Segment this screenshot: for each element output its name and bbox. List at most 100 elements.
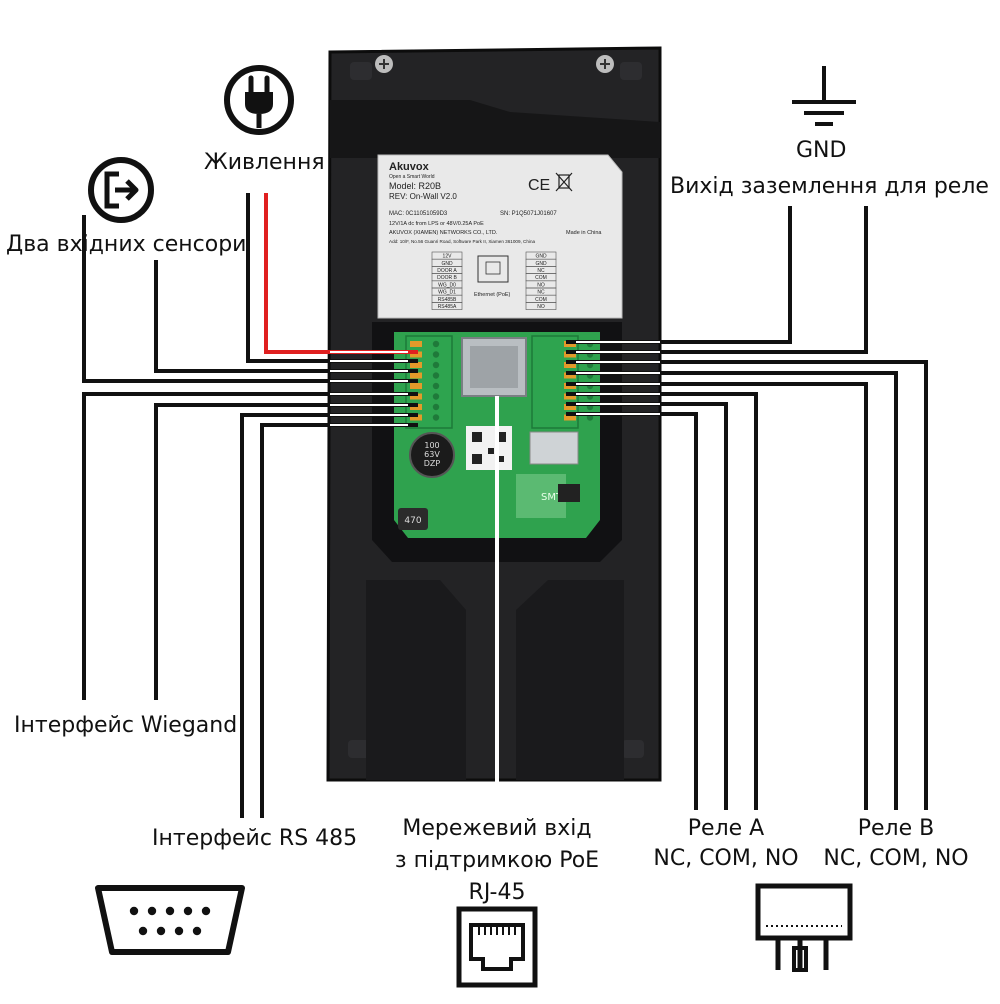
terminal-contact [564, 372, 576, 379]
db9-pin [174, 926, 184, 936]
sticker-mac: MAC: 0C11051059D3 [389, 211, 448, 217]
label-wiegand: Інтерфейс Wiegand [14, 713, 238, 738]
sticker-right-pin-label: COM [535, 297, 547, 303]
db9-connector-icon [95, 885, 245, 955]
device-channel-right [516, 580, 624, 780]
sticker-left-pin-label: DOOR B [437, 275, 457, 281]
terminal-screw [432, 351, 440, 358]
relay-icon [755, 883, 853, 972]
sticker-rev: REV: On-Wall V2.0 [389, 192, 457, 201]
label-relay-a: Реле A [687, 816, 765, 841]
relay-b-wire-com [566, 371, 898, 810]
sticker-power-spec: 12V/1A dc from LPS or 48V/0.25A PoE [389, 221, 484, 227]
db9-pin [138, 926, 148, 936]
sticker-address: Add: 10/F, No.56 Guanri Road, Software P… [389, 239, 536, 244]
label-power: Живлення [204, 150, 325, 175]
rj45-socket [461, 337, 527, 397]
sticker-left-pin-label: RS485A [438, 304, 457, 310]
sticker-right-pin-label: GND [535, 254, 547, 260]
label-two-sensors: Два вхідних сенсори [6, 232, 247, 257]
terminal-contact [410, 351, 422, 358]
terminal-screw [432, 382, 440, 390]
label-relay-ground: Вихід заземлення для реле [670, 174, 989, 199]
terminal-contact [410, 383, 422, 389]
label-relay-b: Реле B [857, 816, 935, 841]
db9-pin [156, 926, 166, 936]
sticker-right-pin-label: NC [537, 268, 545, 274]
terminal-contact [410, 372, 422, 379]
sticker-left-pin-label: DOOR A [437, 268, 457, 274]
label-network-line1: Мережевий вхід [402, 816, 592, 841]
sticker-left-pin-label: GND [441, 261, 453, 267]
db9-pin [183, 906, 193, 916]
power-plug-icon [224, 65, 294, 135]
terminal-contact [564, 393, 576, 400]
db9-pin [147, 906, 157, 916]
module-chip: SMT [516, 431, 580, 518]
sticker-left-pin-label: WG_D0 [438, 282, 456, 288]
wire-highlights [330, 341, 660, 426]
terminal-contact [564, 351, 576, 358]
sticker-left-pin-label: RS485B [438, 297, 457, 303]
weee-bin-icon [555, 172, 573, 192]
terminal-contact [564, 414, 576, 421]
ground-symbol-icon [792, 66, 856, 126]
sticker-right-pin-label: NO [537, 282, 545, 288]
relay-ground-wire-2 [566, 206, 868, 354]
label-gnd: GND [796, 138, 847, 163]
sticker-right-pin-label: GND [535, 261, 547, 267]
screw-top-left [375, 55, 393, 73]
sticker-left-pin-label: WG_D1 [438, 290, 456, 296]
inductor-label: 470 [404, 516, 421, 526]
terminal-screw [432, 340, 440, 348]
relay-b-wire-no [566, 360, 928, 810]
qr-code [466, 426, 512, 470]
db9-pin [192, 926, 202, 936]
terminal-screw [432, 372, 440, 379]
device-top-band [330, 100, 660, 158]
device-channel-left [366, 580, 466, 780]
exit-door-icon [88, 157, 154, 223]
sticker-right-pin-label: COM [535, 275, 547, 281]
label-network-line2: з підтримкою PoE [394, 848, 600, 873]
chip-label: SMT [541, 492, 563, 503]
label-rs485: Інтерфейс RS 485 [152, 826, 358, 851]
terminal-screw [432, 403, 440, 411]
sticker-model: Model: R20B [389, 181, 441, 191]
sticker-right-pin-label: NC [537, 290, 545, 296]
terminal-contact [410, 341, 422, 347]
terminal-contact [410, 414, 422, 421]
sticker-right-pin-label: NO [537, 304, 545, 310]
inductor: 470 [398, 508, 428, 530]
relay-b-wire-nc [566, 382, 868, 810]
sensor-wire-door-a [82, 215, 418, 383]
db9-pin [129, 906, 139, 916]
sticker-ce-mark: CE [528, 177, 550, 194]
terminal-screw [432, 361, 440, 369]
sticker-sn: SN: P1Q5071J01607 [500, 211, 557, 217]
terminal-screw [432, 414, 440, 421]
terminal-screw [432, 393, 440, 400]
label-relay-b-contacts: NC, COM, NO [823, 846, 969, 871]
sticker-tagline: Open a Smart World [389, 174, 435, 180]
terminal-contact [410, 393, 422, 400]
sticker-left-pin-label: 12V [443, 254, 453, 260]
label-relay-a-contacts: NC, COM, NO [653, 846, 799, 871]
sticker-made-in: Made in China [566, 230, 602, 236]
screw-top-right [596, 55, 614, 73]
ethernet-port-icon [456, 906, 538, 988]
sticker-ethernet-caption: Ethernet (PoE) [474, 292, 511, 298]
label-rj45: RJ-45 [468, 880, 526, 905]
db9-pin [201, 906, 211, 916]
db9-pin [165, 906, 175, 916]
terminal-contact [410, 362, 422, 368]
sticker-company: AKUVOX (XIAMEN) NETWORKS CO., LTD. [389, 230, 498, 236]
sticker-ethernet-port-drawing [477, 255, 509, 283]
terminal-contact [564, 362, 576, 368]
